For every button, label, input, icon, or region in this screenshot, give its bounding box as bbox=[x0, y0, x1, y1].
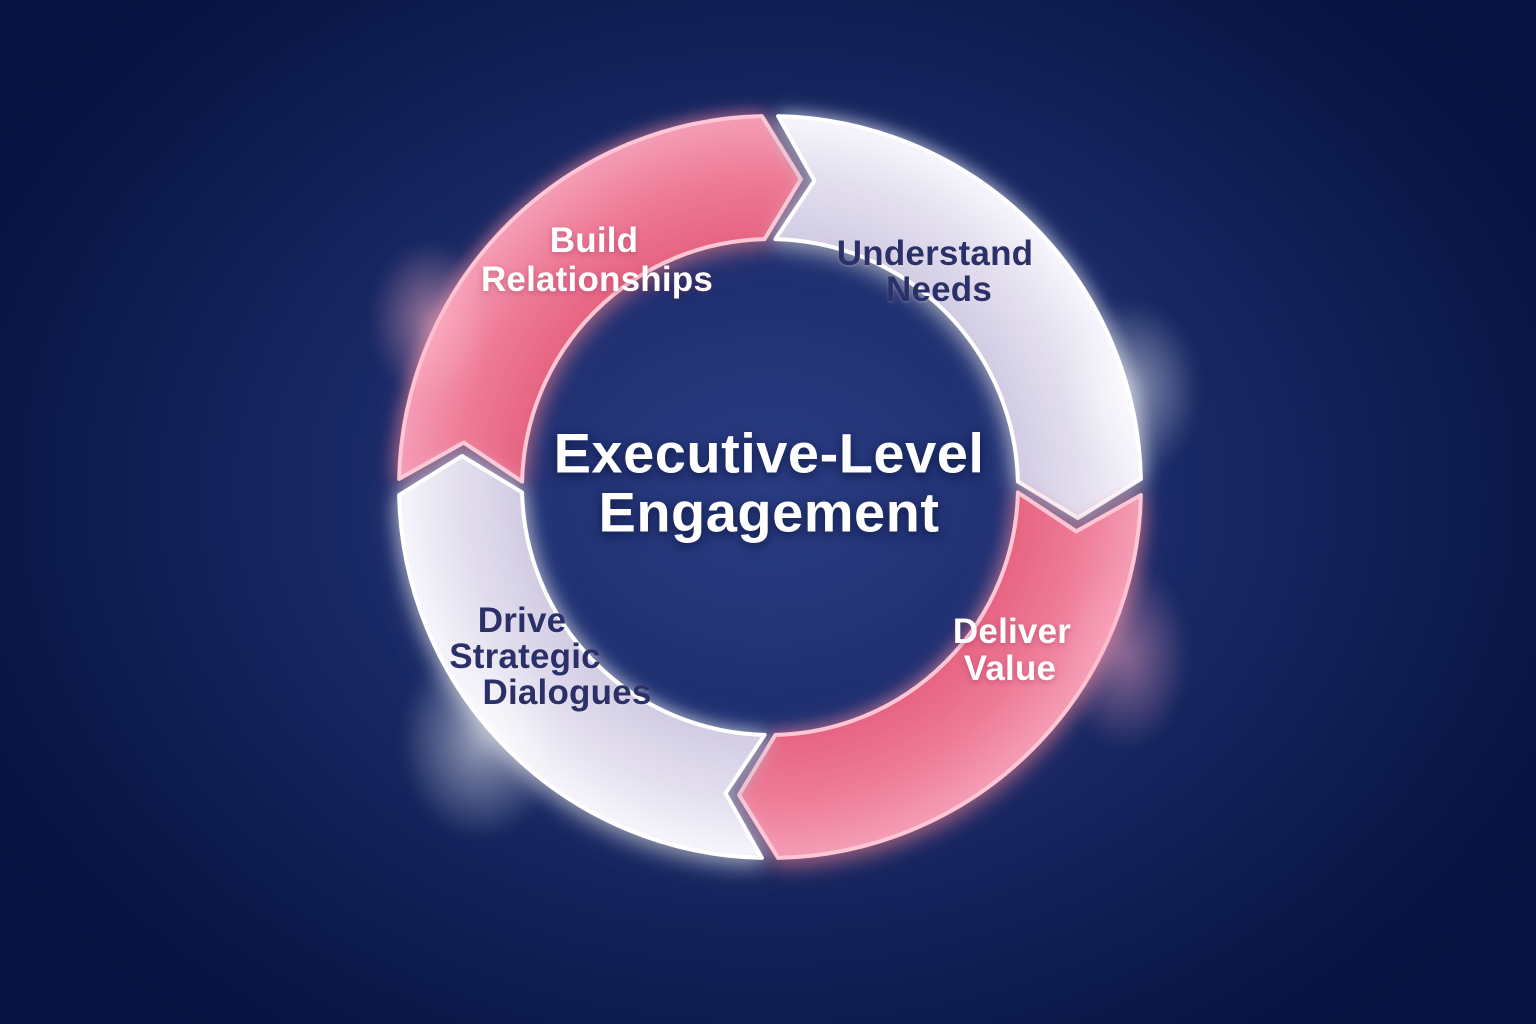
center-title-line2: Engagement bbox=[598, 480, 940, 544]
segment-label-build-line1: Build bbox=[549, 221, 639, 260]
segment-label-understand-line1: Understand bbox=[836, 234, 1034, 273]
center-title-line1: Executive-Level bbox=[553, 421, 985, 485]
segment-label-deliver-line1: Deliver bbox=[952, 612, 1072, 651]
segment-drive-strategic-dialogues bbox=[397, 454, 767, 860]
segment-label-understand-line2: Needs bbox=[885, 270, 993, 309]
segment-label-drive-line3: Dialogues bbox=[482, 673, 652, 712]
segment-label-drive-line1: Drive bbox=[477, 601, 567, 640]
segment-label-build-line2: Relationships bbox=[480, 260, 714, 299]
segment-deliver-value bbox=[737, 490, 1143, 860]
segment-label-deliver-line2: Value bbox=[963, 649, 1057, 688]
segment-label-drive-line2: Strategic bbox=[449, 637, 601, 676]
